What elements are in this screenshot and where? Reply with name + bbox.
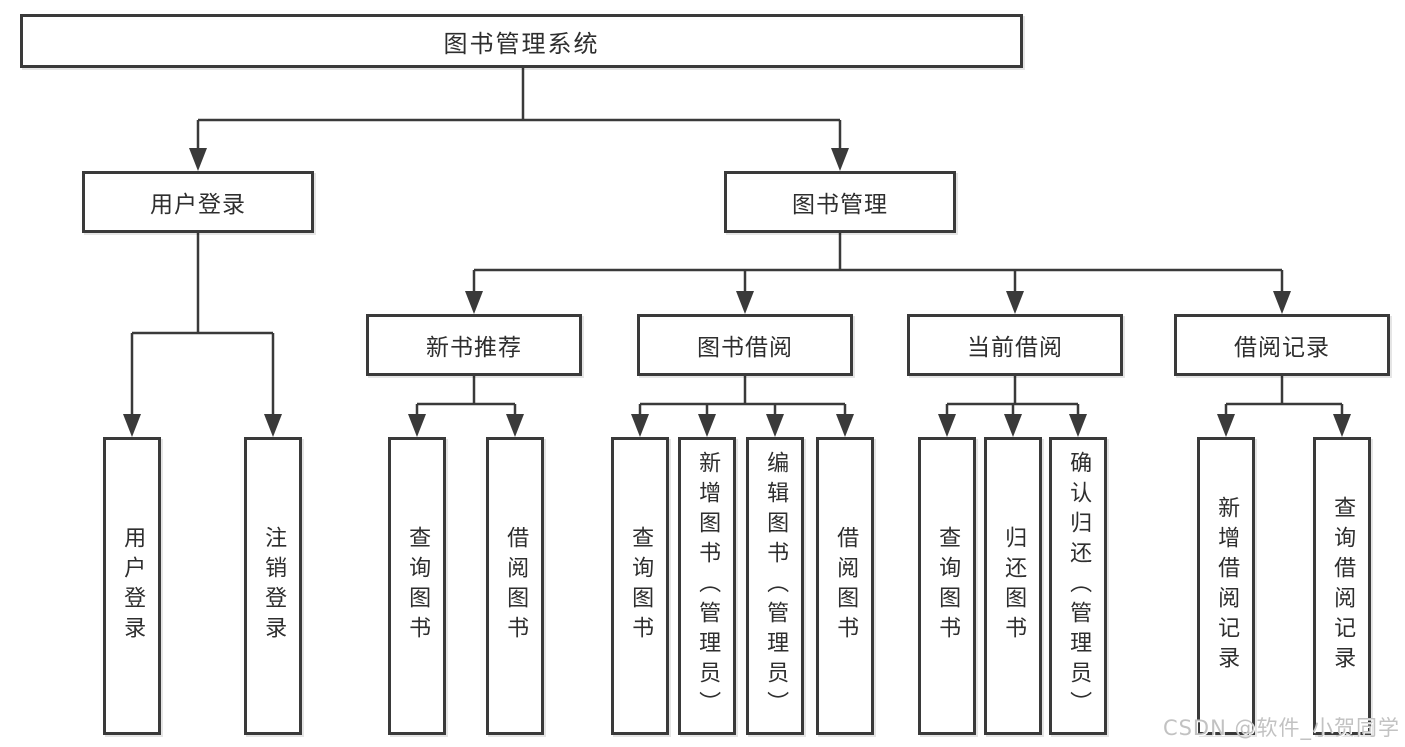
- arrow-down-icon: [938, 414, 956, 437]
- leaf-borrow-book-label: 借阅图书: [833, 526, 859, 646]
- leaf-user-login-label: 用户登录: [120, 526, 146, 646]
- arrow-down-icon: [123, 414, 141, 437]
- node-user-login-label: 用户登录: [150, 192, 246, 218]
- node-root-label: 图书管理系统: [443, 29, 600, 58]
- leaf-query-borrow-record-label: 查询借阅记录: [1330, 496, 1356, 676]
- leaf-edit-book-admin: 编辑图书（管理员）: [746, 437, 804, 735]
- leaf-confirm-return-admin-label: 确认归还（管理员）: [1066, 451, 1092, 721]
- leaf-current-query-book-label: 查询图书: [935, 526, 961, 646]
- leaf-borrow-book: 借阅图书: [816, 437, 874, 735]
- arrow-down-icon: [698, 414, 716, 437]
- arrow-down-icon: [1217, 414, 1235, 437]
- leaf-borrow-query-book-label: 查询图书: [628, 526, 654, 646]
- leaf-add-borrow-record: 新增借阅记录: [1197, 437, 1255, 735]
- leaf-confirm-return-admin: 确认归还（管理员）: [1049, 437, 1107, 735]
- leaf-logout: 注销登录: [244, 437, 302, 735]
- arrow-down-icon: [1069, 414, 1087, 437]
- node-root-system: 图书管理系统: [20, 14, 1023, 68]
- leaf-return-book-label: 归还图书: [1001, 526, 1027, 646]
- leaf-edit-book-admin-label: 编辑图书（管理员）: [763, 451, 789, 721]
- leaf-add-book-admin-label: 新增图书（管理员）: [695, 451, 721, 721]
- node-book-borrow: 图书借阅: [637, 314, 853, 376]
- arrow-down-icon: [836, 414, 854, 437]
- arrow-down-icon: [766, 414, 784, 437]
- arrow-down-icon: [264, 414, 282, 437]
- arrow-down-icon: [465, 291, 483, 314]
- node-book-management: 图书管理: [724, 171, 956, 233]
- leaf-return-book: 归还图书: [984, 437, 1042, 735]
- leaf-borrow-query-book: 查询图书: [611, 437, 669, 735]
- leaf-user-login: 用户登录: [103, 437, 161, 735]
- arrow-down-icon: [631, 414, 649, 437]
- arrow-down-icon: [1273, 291, 1291, 314]
- leaf-query-borrow-record: 查询借阅记录: [1313, 437, 1371, 735]
- node-current-borrow-label: 当前借阅: [967, 335, 1063, 361]
- arrow-down-icon: [408, 414, 426, 437]
- leaf-recommend-query-book: 查询图书: [388, 437, 446, 735]
- leaf-current-query-book: 查询图书: [918, 437, 976, 735]
- leaf-add-book-admin: 新增图书（管理员）: [678, 437, 736, 735]
- watermark: CSDN @软件_小贺同学: [1162, 716, 1400, 740]
- arrow-down-icon: [1004, 414, 1022, 437]
- leaf-logout-label: 注销登录: [261, 526, 287, 646]
- arrow-down-icon: [1006, 291, 1024, 314]
- node-book-borrow-label: 图书借阅: [697, 335, 793, 361]
- node-new-book-recommend: 新书推荐: [366, 314, 582, 376]
- arrow-down-icon: [189, 148, 207, 171]
- leaf-recommend-query-book-label: 查询图书: [405, 526, 431, 646]
- arrow-down-icon: [1333, 414, 1351, 437]
- leaf-add-borrow-record-label: 新增借阅记录: [1214, 496, 1240, 676]
- arrow-down-icon: [506, 414, 524, 437]
- node-new-book-recommend-label: 新书推荐: [426, 335, 522, 361]
- node-current-borrow: 当前借阅: [907, 314, 1123, 376]
- node-user-login: 用户登录: [82, 171, 314, 233]
- leaf-recommend-borrow-book-label: 借阅图书: [503, 526, 529, 646]
- node-book-management-label: 图书管理: [792, 192, 888, 218]
- arrow-down-icon: [736, 291, 754, 314]
- arrow-down-icon: [831, 148, 849, 171]
- leaf-recommend-borrow-book: 借阅图书: [486, 437, 544, 735]
- node-borrow-record: 借阅记录: [1174, 314, 1390, 376]
- node-borrow-record-label: 借阅记录: [1234, 335, 1330, 361]
